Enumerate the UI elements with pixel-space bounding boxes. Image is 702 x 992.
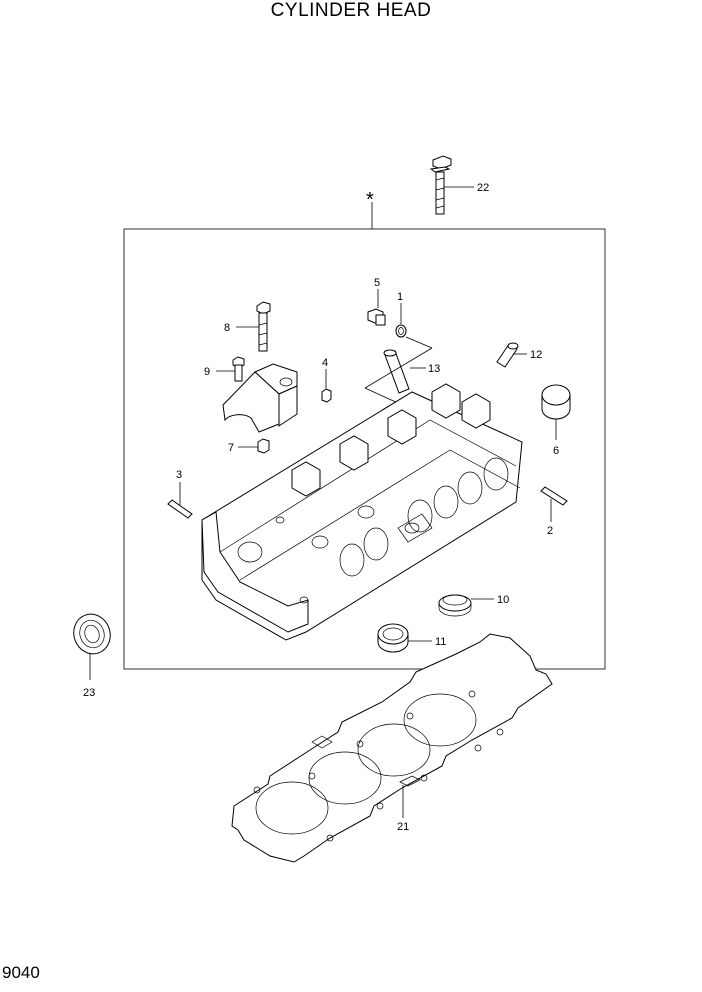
assembly-marker: *	[366, 189, 374, 211]
cap-nut-part	[257, 438, 270, 454]
oil-seal-part	[438, 594, 472, 617]
ring-seal-part	[377, 623, 409, 653]
callout-8: 8	[224, 322, 230, 334]
callout-6: 6	[553, 445, 559, 457]
callout-1: 1	[397, 291, 403, 303]
assembly-boundary-box	[123, 228, 606, 670]
page-number: 9040	[2, 963, 40, 982]
stud-bolt-right-part	[540, 486, 568, 506]
dowel-plug-part	[496, 342, 519, 368]
front-seal-part	[73, 613, 111, 655]
callout-7: 7	[228, 442, 234, 454]
callout-21: 21	[397, 821, 409, 833]
cylinder-head-part	[201, 383, 523, 641]
callout-5: 5	[374, 277, 380, 289]
callout-9: 9	[204, 366, 210, 378]
plug-bolt-part	[367, 308, 386, 326]
small-nut-part	[321, 388, 332, 403]
callout-10: 10	[497, 594, 509, 606]
bracket-bolt-part	[256, 301, 271, 352]
sealing-cap-part	[541, 384, 571, 420]
callout-13: 13	[428, 363, 440, 375]
page-title: CYLINDER HEAD	[270, 0, 432, 21]
callout-3: 3	[176, 469, 182, 481]
callout-12: 12	[530, 349, 542, 361]
callout-2: 2	[547, 525, 553, 537]
callout-11: 11	[435, 636, 446, 648]
head-bolt-part	[429, 155, 452, 215]
short-bolt-part	[232, 356, 245, 382]
guide-pipe-part	[383, 349, 410, 394]
stud-bolt-left-part	[167, 499, 193, 519]
camshaft-bearing-cap-part	[222, 363, 298, 433]
callout-23: 23	[83, 687, 95, 699]
callout-4: 4	[322, 357, 328, 369]
o-ring-part	[395, 324, 407, 338]
head-gasket-part	[231, 633, 553, 863]
callout-22: 22	[477, 182, 489, 194]
